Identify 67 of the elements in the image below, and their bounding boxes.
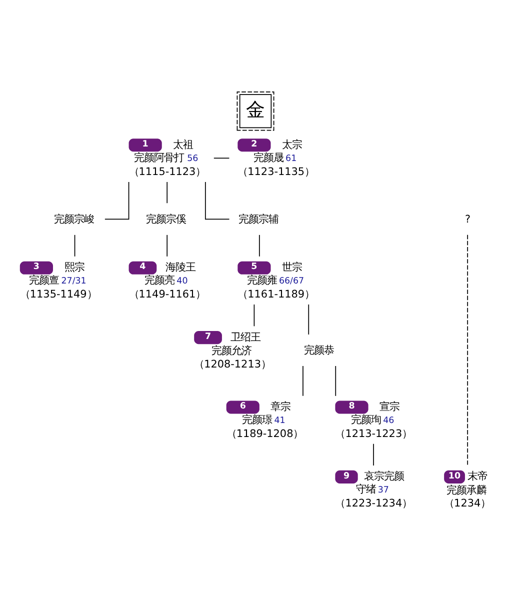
connector (258, 234, 260, 257)
node-label: （1213-1223） (335, 428, 412, 440)
node-label: （1234） (444, 498, 491, 510)
node-label: 完颜承麟 (446, 484, 487, 497)
node-label: 41 (274, 416, 286, 426)
node-label: （1189-1208） (226, 428, 304, 440)
node-label: 27/31 (61, 276, 86, 287)
connector (373, 443, 374, 466)
node-text: 完颜恭 (304, 344, 334, 356)
node-box: 7 (194, 331, 222, 344)
node-label: 66/67 (279, 276, 304, 287)
node-label: 世宗 (282, 262, 302, 274)
node-box: 5 (238, 261, 271, 274)
node-label: 37 (378, 486, 389, 496)
connector (213, 158, 230, 159)
node-label: 卫绍王 (230, 331, 261, 344)
connector (308, 304, 310, 335)
node-label: 61 (286, 154, 297, 164)
connector (467, 234, 468, 466)
node-label: 40 (176, 276, 188, 287)
node-label: 完颜阿骨打 (134, 152, 184, 164)
node-box: 1 (128, 138, 162, 152)
node-box: 9 (335, 470, 358, 484)
node-box: 3 (20, 261, 53, 274)
node-text: 完颜宗辅 (238, 213, 279, 226)
node-label: 完颜亮 (144, 274, 174, 287)
node-label: （1149-1161） (128, 288, 206, 301)
node-box: 4 (128, 261, 157, 274)
node-label: 熙宗 (64, 262, 84, 274)
node-text: ? (464, 213, 471, 226)
node-label: 宣宗 (380, 400, 400, 413)
node-label: 海陵王 (165, 262, 196, 274)
node-label: 太祖 (173, 138, 194, 151)
node-label: （1208-1213） (194, 358, 272, 370)
node-label: 完颜珣 (350, 414, 381, 426)
node-label: （1223-1234） (335, 498, 412, 510)
connector (254, 304, 255, 327)
node-label: 完颜允济 (212, 345, 252, 358)
node-label: 完颜亶 (29, 274, 60, 287)
node-box: 2 (238, 138, 271, 152)
node-label: （1161-1189） (238, 288, 315, 301)
node-label: 完颜晟 (253, 152, 284, 164)
connector (166, 182, 168, 204)
node-label: 完颜雍 (246, 274, 277, 287)
connector (74, 234, 76, 257)
connector (335, 366, 336, 396)
connector (104, 182, 130, 220)
node-box: 8 (335, 400, 368, 414)
connector (204, 182, 230, 220)
node-label: 末帝 (468, 470, 488, 483)
node-label: 哀宗完颜 (364, 470, 404, 483)
node-label: （1123-1135） (238, 166, 315, 178)
node-label: 完颜璟 (242, 414, 272, 426)
node-box: 6 (226, 400, 260, 414)
node-label: 46 (383, 416, 394, 426)
node-label: 56 (187, 154, 198, 164)
node-label: （1115-1123） (128, 166, 206, 178)
node-box: 10 (444, 470, 465, 484)
node-label: 太宗 (282, 138, 302, 151)
connector (166, 234, 168, 257)
node-text: 完颜宗峻 (54, 213, 94, 226)
node-label: 章宗 (270, 400, 291, 413)
node-text: 完颜宗傒 (146, 213, 186, 226)
node-label: 守绪 (356, 484, 376, 496)
connector (302, 366, 304, 396)
node-label: （1135-1149） (20, 288, 97, 301)
diagram-title: 金 (246, 98, 265, 122)
